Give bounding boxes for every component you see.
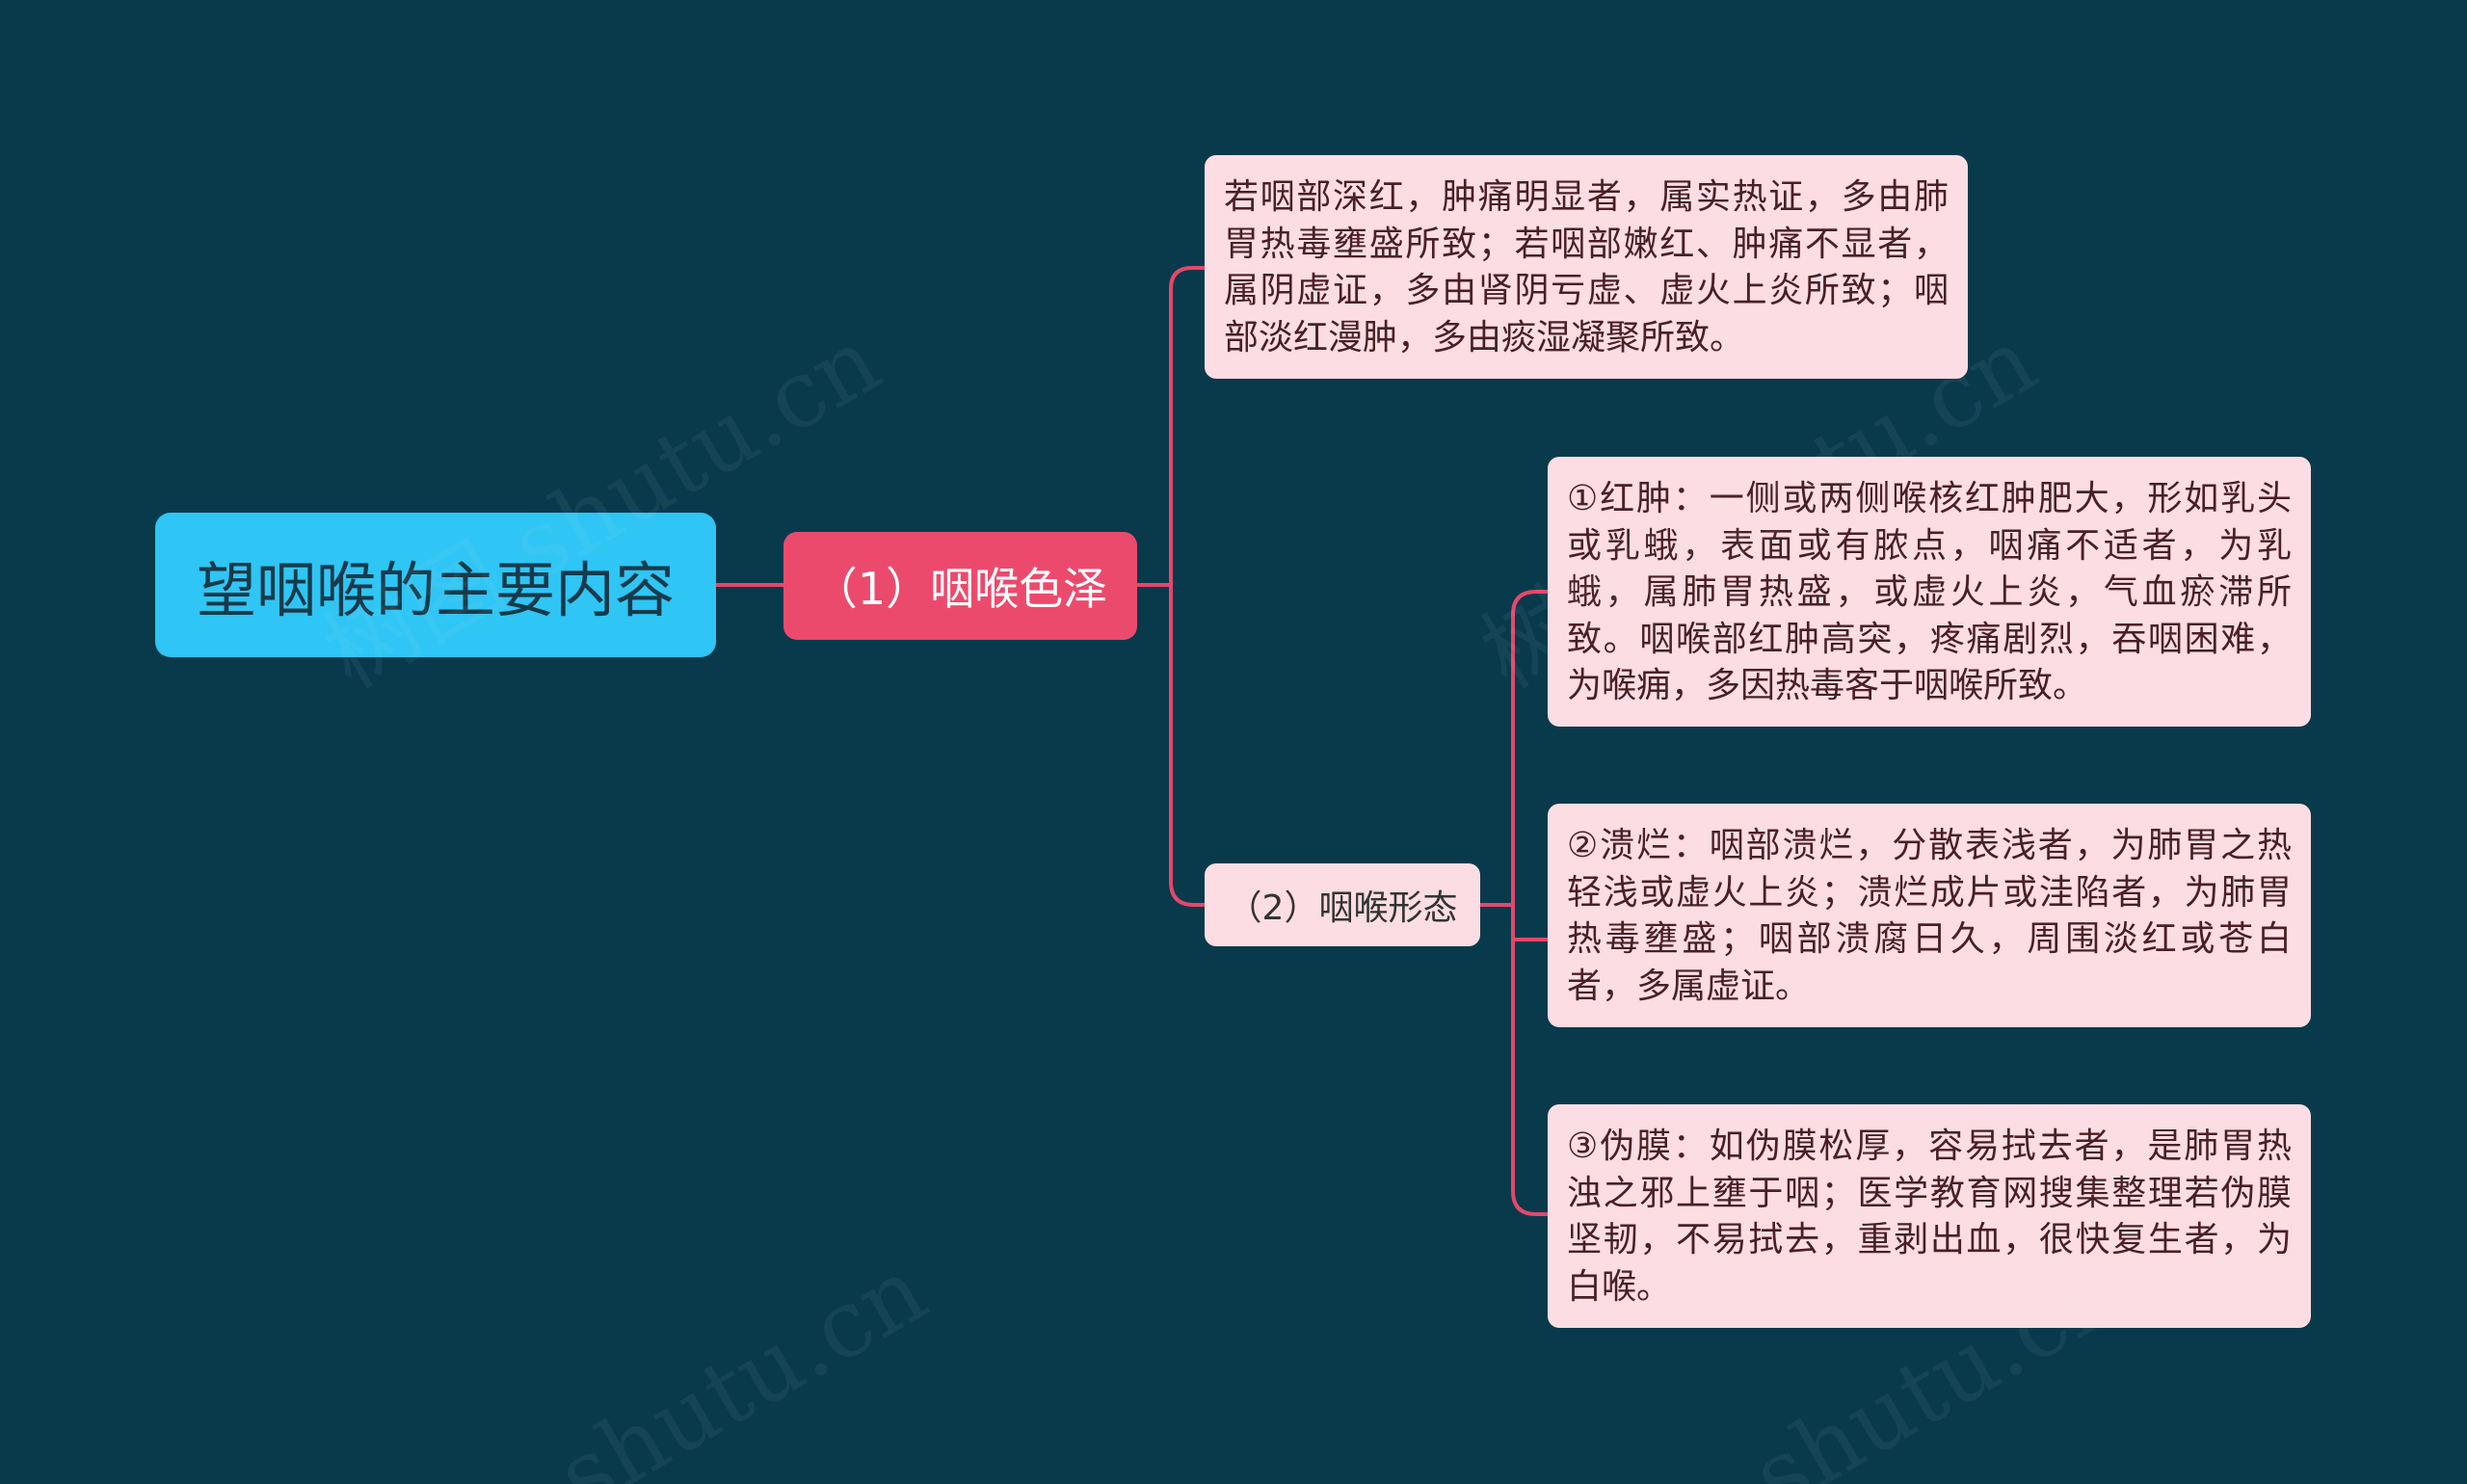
leaf-node-text: 若咽部深红，肿痛明显者，属实热证，多由肺胃热毒壅盛所致；若咽部嫩红、肿痛不显者，… (1224, 177, 1949, 358)
branch-node-color[interactable]: （1）咽喉色泽 (783, 532, 1137, 640)
leaf-node-text: ②溃烂：咽部溃烂，分散表浅者，为肺胃之热轻浅或虚火上炎；溃烂成片或洼陷者，为肺胃… (1567, 826, 2292, 1006)
connector-shape-trunk (1480, 590, 1548, 1216)
leaf-node-pseudomembrane[interactable]: ③伪膜：如伪膜松厚，容易拭去者，是肺胃热浊之邪上壅于咽；医学教育网搜集整理若伪膜… (1548, 1104, 2311, 1328)
leaf-node-color-detail[interactable]: 若咽部深红，肿痛明显者，属实热证，多由肺胃热毒壅盛所致；若咽部嫩红、肿痛不显者，… (1205, 155, 1968, 379)
branch-node-color-label: （1）咽喉色泽 (812, 563, 1108, 615)
root-node[interactable]: 望咽喉的主要内容 (155, 513, 716, 657)
root-node-label: 望咽喉的主要内容 (196, 555, 675, 625)
leaf-node-swelling[interactable]: ①红肿：一侧或两侧喉核红肿肥大，形如乳头或乳蛾，表面或有脓点，咽痛不适者，为乳蛾… (1548, 457, 2311, 727)
leaf-node-text: ③伪膜：如伪膜松厚，容易拭去者，是肺胃热浊之邪上壅于咽；医学教育网搜集整理若伪膜… (1567, 1126, 2292, 1307)
leaf-node-text: ①红肿：一侧或两侧喉核红肿肥大，形如乳头或乳蛾，表面或有脓点，咽痛不适者，为乳蛾… (1567, 479, 2292, 705)
branch-node-shape-label: （2）咽喉形态 (1227, 888, 1458, 928)
leaf-node-ulceration[interactable]: ②溃烂：咽部溃烂，分散表浅者，为肺胃之热轻浅或虚火上炎；溃烂成片或洼陷者，为肺胃… (1548, 804, 2311, 1027)
branch-node-shape[interactable]: （2）咽喉形态 (1205, 863, 1480, 946)
connector-color-trunk (1137, 266, 1205, 907)
